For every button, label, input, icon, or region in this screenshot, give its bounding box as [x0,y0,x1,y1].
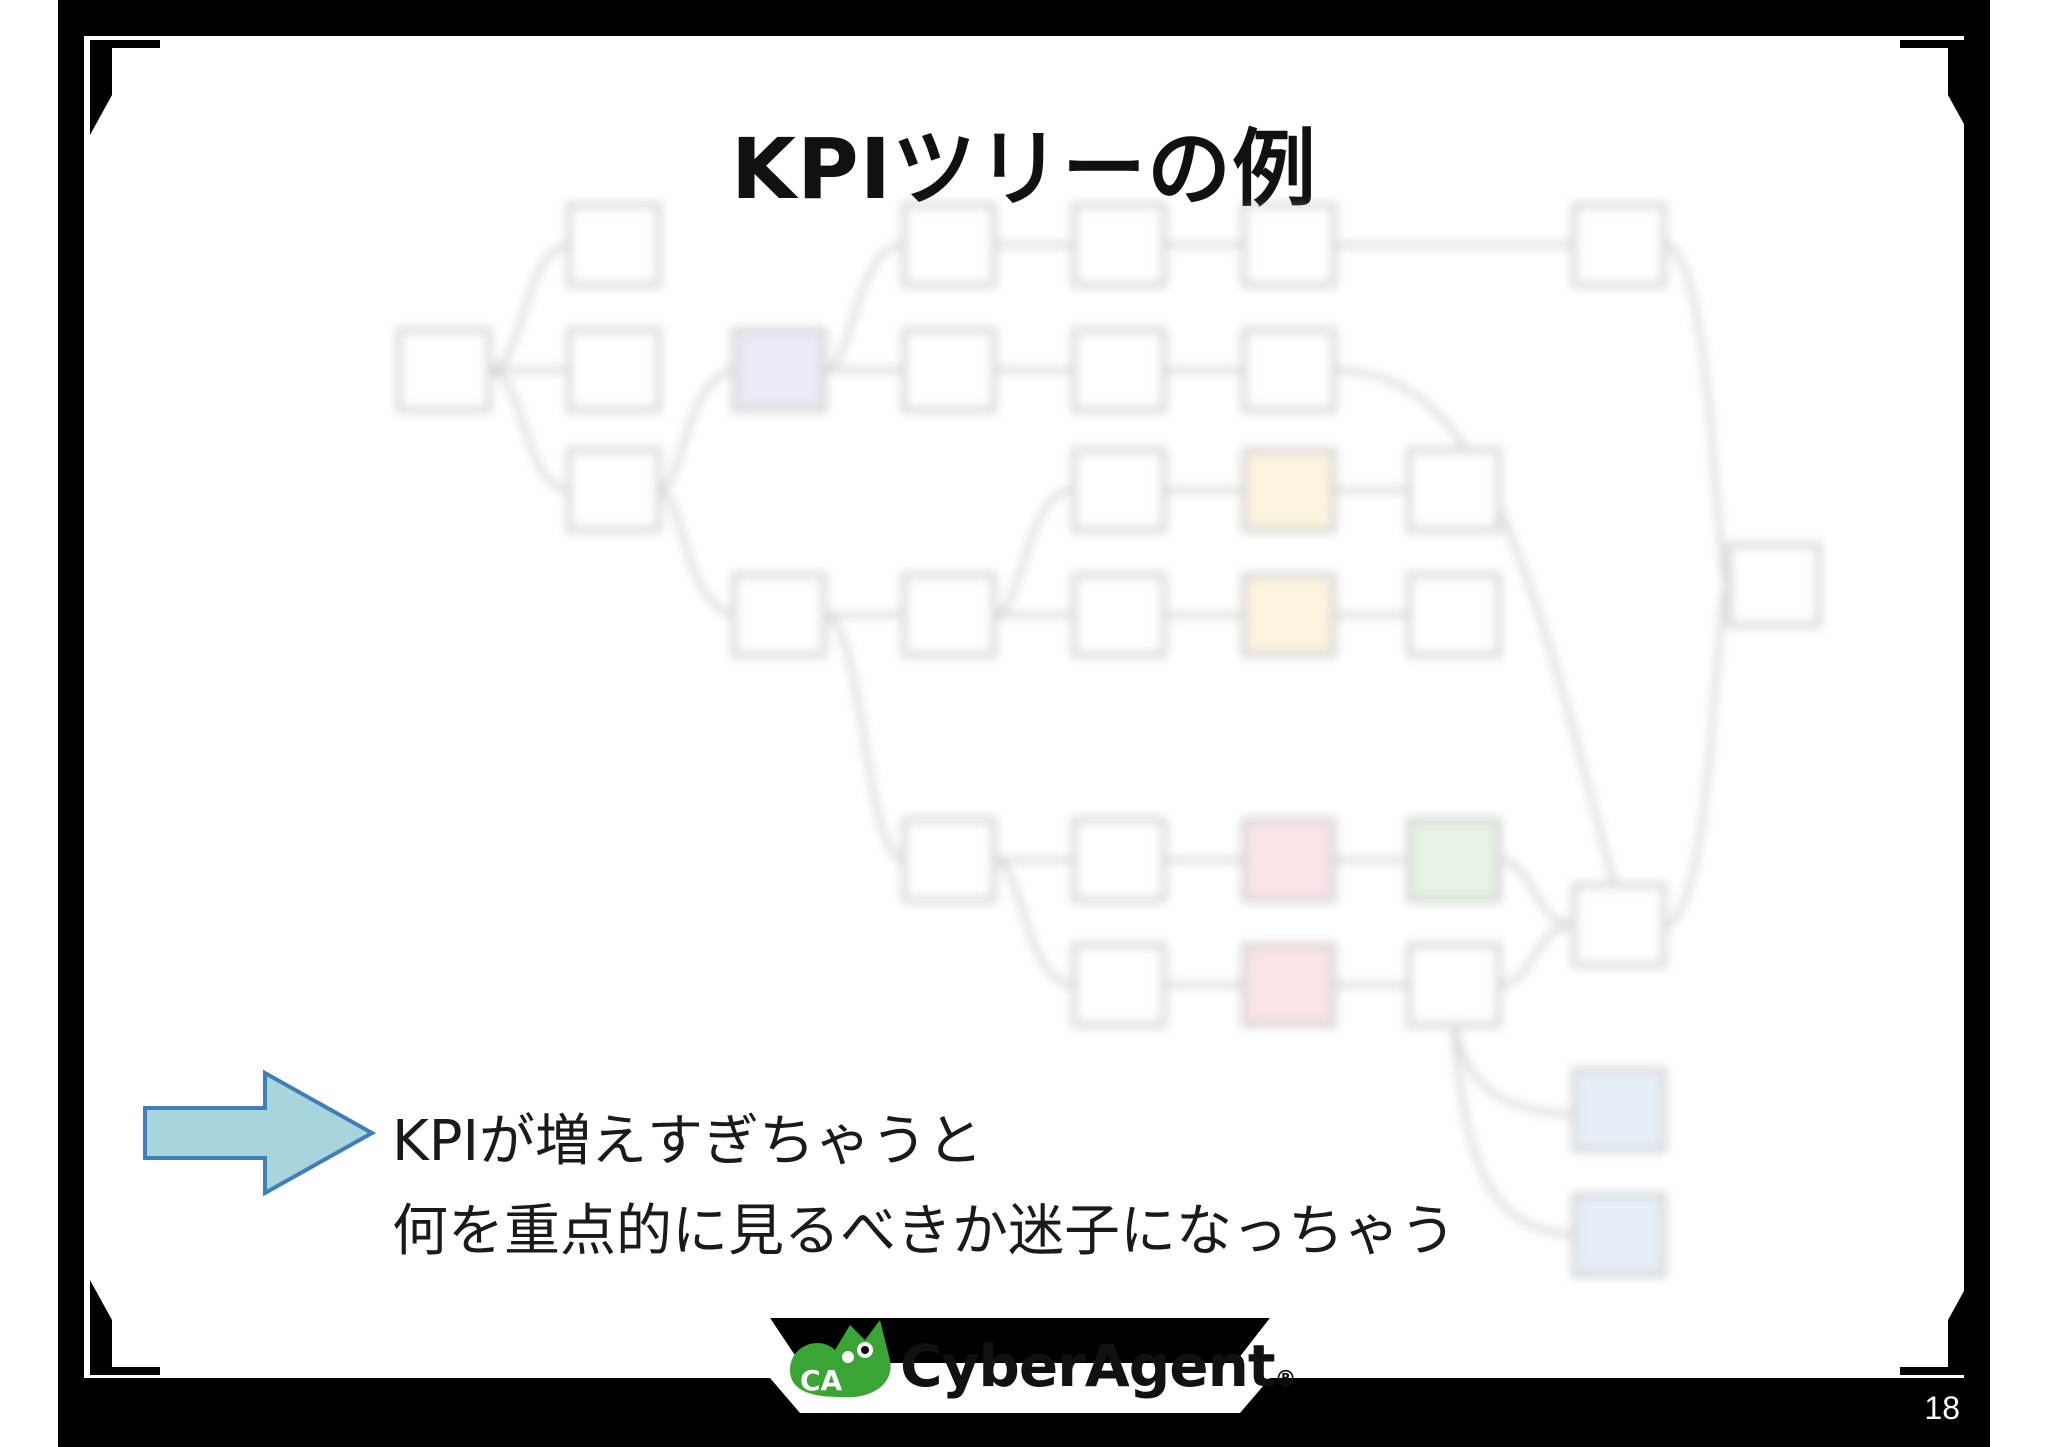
logo-text: CyberAgent [900,1332,1276,1400]
message-line-1: KPIが増えすぎちゃうと [392,1109,984,1174]
logo-wordmark: CyberAgent® [900,1332,1297,1400]
corner-bracket-bottom-right-icon [1900,1280,1970,1375]
page-number: 18 [1924,1390,1960,1426]
kpi-tree-diagram [384,190,1824,1280]
slide-canvas [84,36,1964,1378]
message-line-2: 何を重点的に見るべきか迷子になっちゃう [392,1199,1456,1264]
right-arrow-icon [143,1069,377,1197]
logo-tab [770,1318,1270,1413]
corner-bracket-top-left-icon [90,40,160,135]
corner-bracket-bottom-left-icon [90,1280,160,1375]
registered-mark: ® [1274,1367,1297,1392]
slide-title: KPIツリーの例 [731,120,1317,218]
corner-bracket-top-right-icon [1900,40,1970,135]
svg-text:CA: CA [800,1364,843,1397]
cyberagent-logo-icon: CA [790,1320,891,1398]
